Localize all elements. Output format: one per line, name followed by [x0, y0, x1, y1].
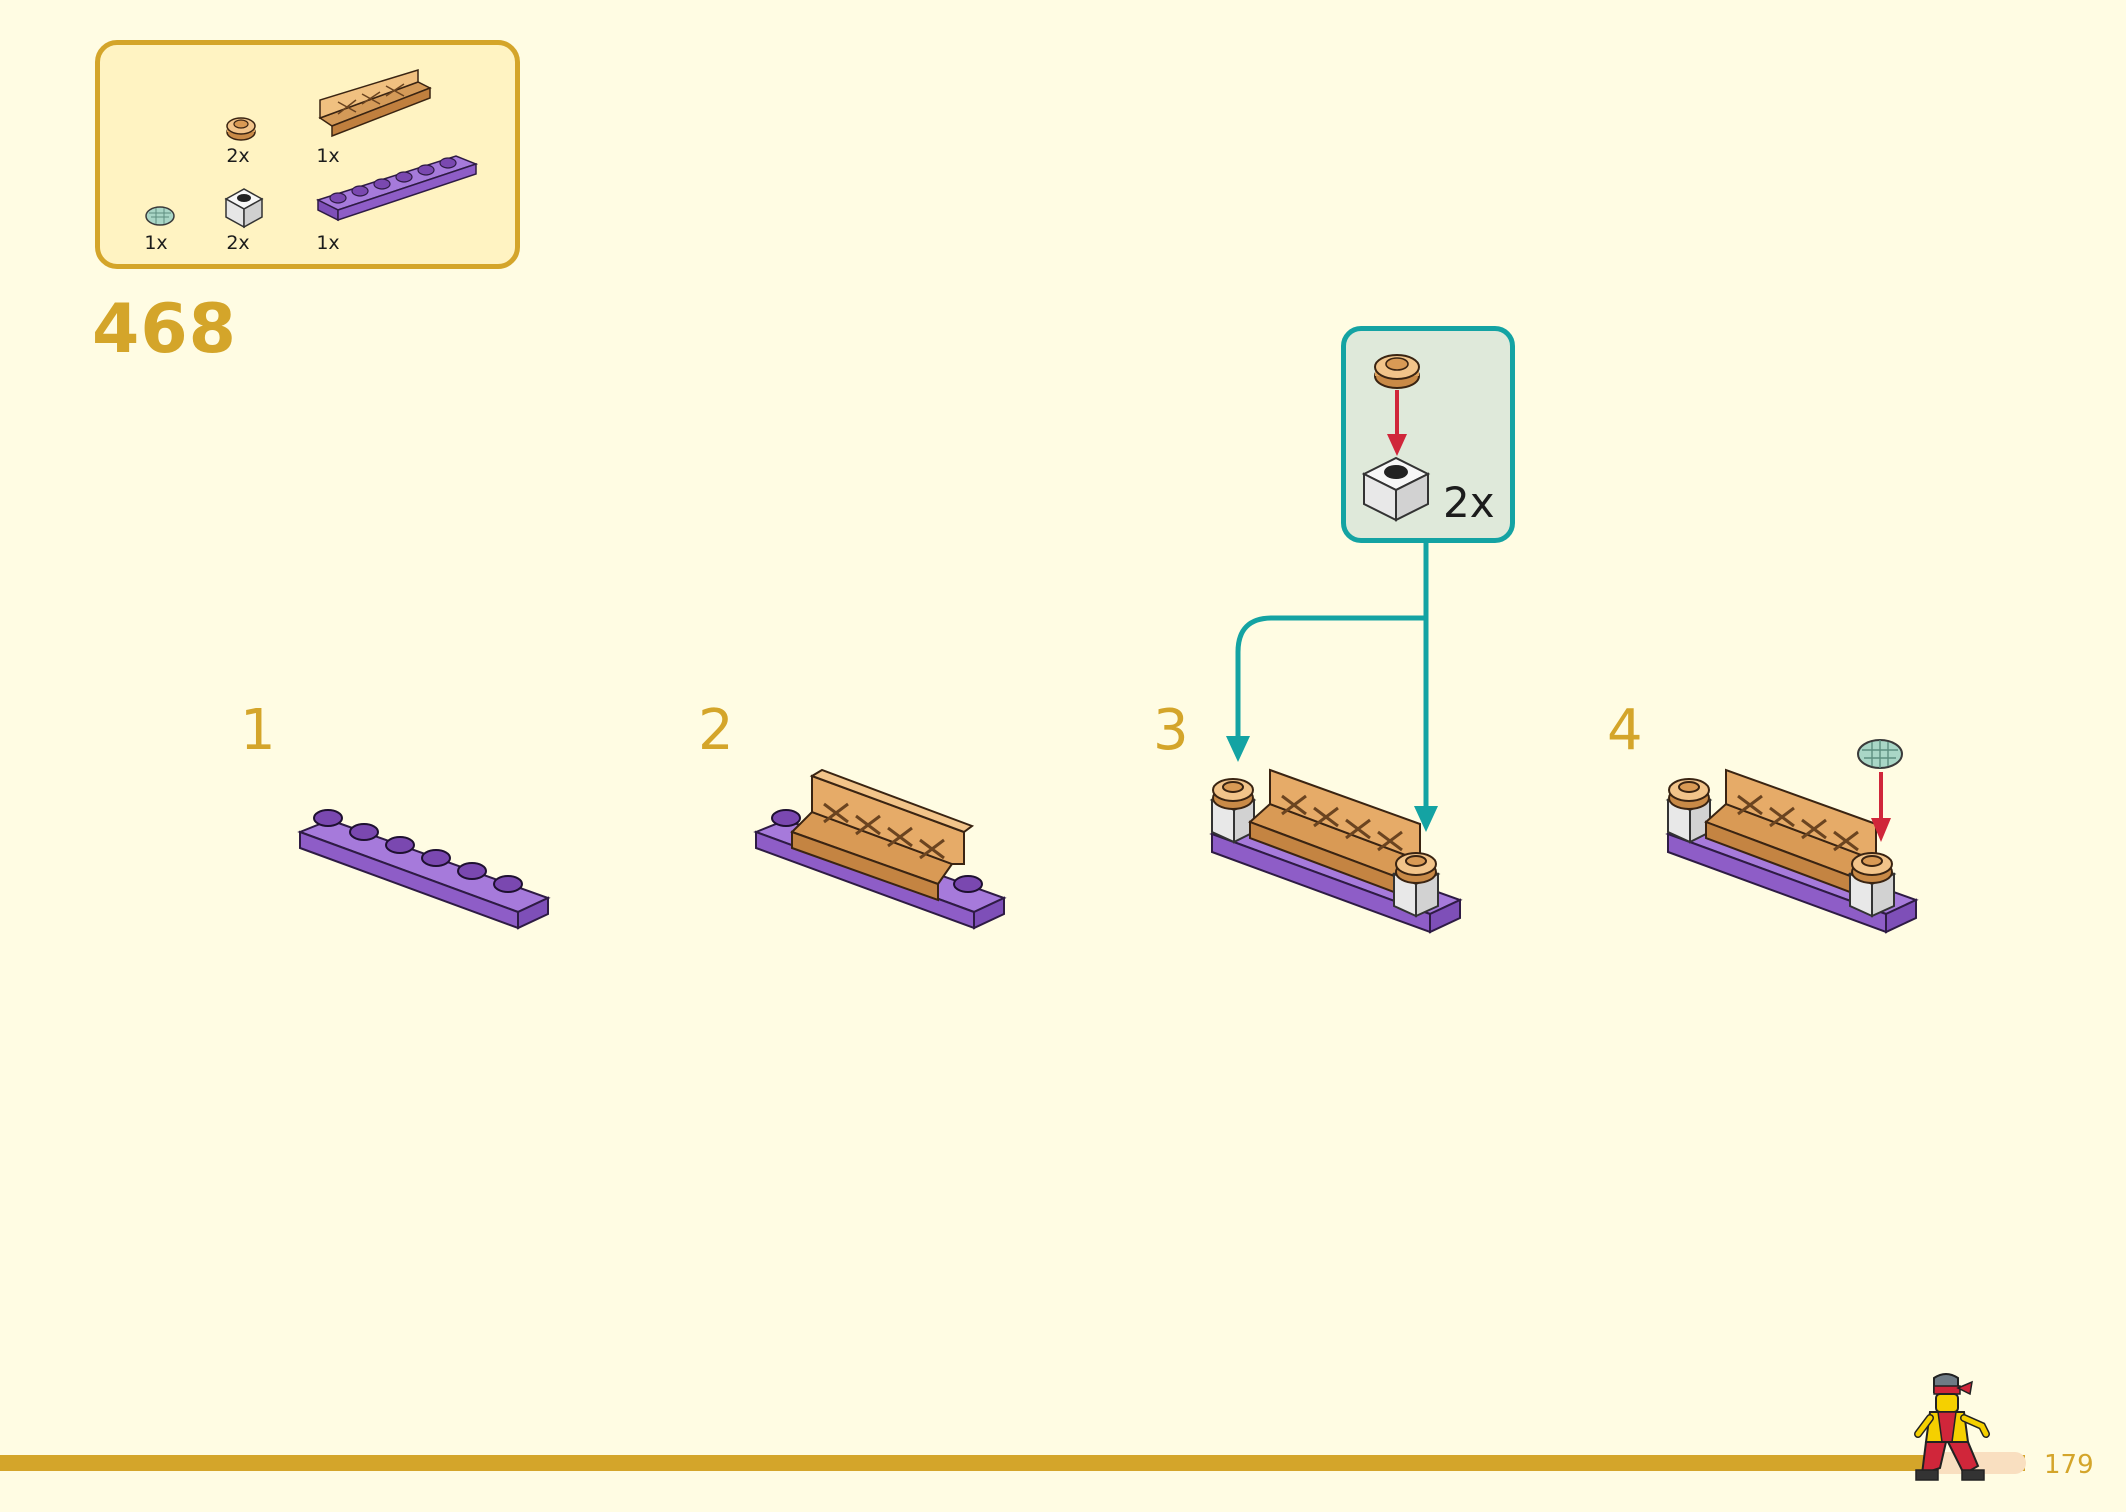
callout-quantity: 2x — [1443, 478, 1495, 527]
plate-1x6-purple-icon — [316, 155, 479, 222]
fence-panel-tan-icon — [318, 68, 432, 138]
qty-round-plate-tan: 2x — [226, 145, 250, 167]
callout-red-arrow-icon — [1387, 390, 1407, 456]
callout-teal-arrows — [1226, 540, 1438, 832]
step-number-1: 1 — [240, 698, 276, 763]
qty-round-plate-light-green: 1x — [144, 232, 168, 254]
callout-brick-1x1-white-icon — [1361, 456, 1431, 522]
parts-list-box — [95, 40, 520, 269]
callout-round-plate-tan-icon — [1374, 354, 1420, 389]
qty-plate-1x6-purple: 1x — [316, 232, 340, 254]
ninja-minifigure-icon — [1914, 1373, 1990, 1481]
round-plate-light-green-icon — [145, 206, 175, 226]
step-number-2: 2 — [698, 698, 734, 763]
set-number: 468 — [92, 290, 237, 369]
step-4-assembly-illustration — [1665, 768, 1919, 934]
brick-1x1-white-icon — [224, 188, 264, 229]
footer-progress-end — [1930, 1452, 2026, 1474]
step-number-3: 3 — [1153, 698, 1189, 763]
round-plate-tan-icon — [226, 117, 256, 141]
step-2-plate-fence-illustration — [753, 768, 1007, 930]
step-4-round-plate-light-green-icon — [1857, 739, 1903, 769]
qty-fence-panel-tan: 1x — [316, 145, 340, 167]
step-1-purple-plate-illustration — [297, 809, 551, 930]
step-4-red-arrow-icon — [1871, 772, 1891, 842]
step-3-assembly-illustration — [1209, 768, 1463, 934]
step-number-4: 4 — [1607, 698, 1643, 763]
page-number: 179 — [2044, 1450, 2094, 1480]
qty-brick-1x1-white: 2x — [226, 232, 250, 254]
footer-progress-bar — [0, 1455, 2025, 1471]
